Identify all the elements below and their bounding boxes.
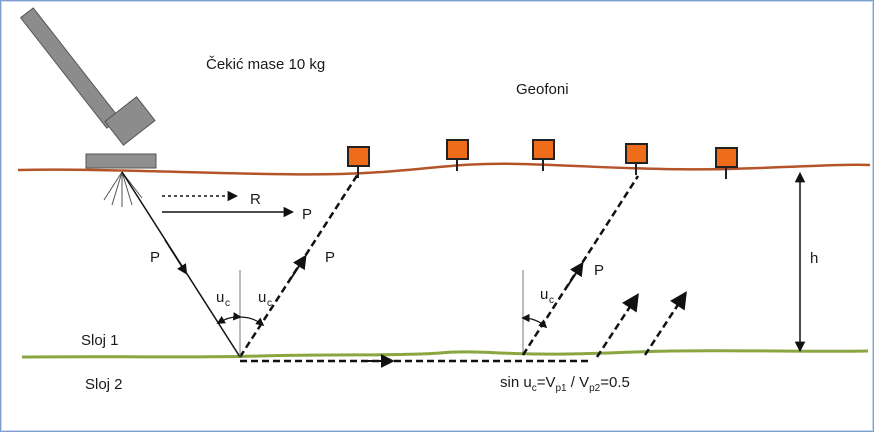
svg-text:u: u: [258, 289, 266, 306]
geophones-label: Geofoni: [516, 81, 569, 98]
svg-text:c: c: [225, 298, 230, 309]
ray-p-direct-label: P: [302, 206, 312, 223]
layer2-label: Sloj 2: [85, 376, 123, 393]
geophone-icon: [347, 146, 370, 178]
ray-p-up-left: [238, 173, 360, 358]
angle-label-left: u c: [216, 289, 230, 309]
geophone-icon: [625, 143, 648, 175]
refracted-arrow-1: [595, 293, 639, 358]
svg-text:u: u: [540, 286, 548, 303]
ray-p-up-right: [521, 175, 640, 356]
ray-p-up-right-arrow: [564, 261, 584, 291]
angle-arc-left: [216, 312, 242, 324]
geophone-icon: [532, 139, 555, 171]
ray-p-down-label: P: [150, 249, 160, 266]
impact-fan: [103, 171, 143, 207]
ray-p-up-left-arrow: [287, 254, 307, 284]
svg-text:c: c: [549, 295, 554, 306]
angle-arc-far: [521, 313, 548, 329]
impact-plate: [85, 153, 157, 169]
angle-label-right: u c: [258, 289, 272, 309]
ray-p-up-right-label: P: [594, 262, 604, 279]
angle-arc-right: [239, 316, 265, 327]
hammer-icon: [19, 7, 156, 146]
ray-p-up-left-label: P: [325, 249, 335, 266]
layer-interface-line: [21, 349, 869, 359]
ground-surface-line: [17, 162, 871, 176]
hammer-label: Čekić mase 10 kg: [206, 56, 325, 73]
layer1-label: Sloj 1: [81, 332, 119, 349]
height-label: h: [810, 250, 818, 267]
refracted-arrow-2: [643, 291, 687, 356]
geophone-icon: [446, 139, 469, 171]
svg-text:c: c: [267, 298, 272, 309]
ray-p-down-arrow: [164, 239, 188, 275]
svg-text:u: u: [216, 289, 224, 306]
geophone-icon: [715, 147, 738, 179]
angle-label-far: u c: [540, 286, 554, 306]
svg-text:sin uc=Vp1 / Vp2=0.5: sin uc=Vp1 / Vp2=0.5: [500, 374, 630, 394]
ray-r-label: R: [250, 191, 261, 208]
critical-angle-formula: sin uc=Vp1 / Vp2=0.5: [500, 374, 630, 394]
